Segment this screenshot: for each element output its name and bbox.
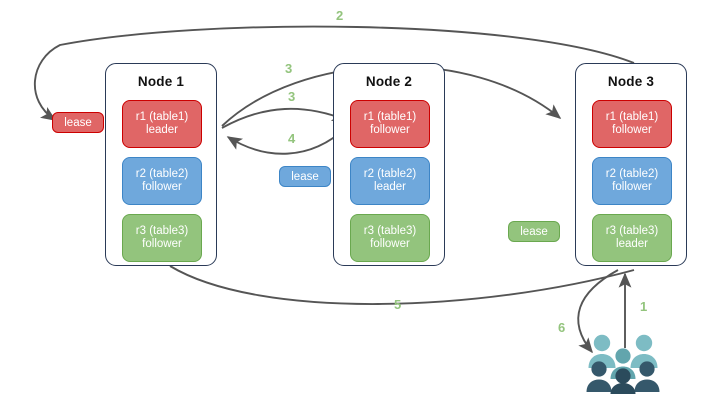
node-1-replica-r1-line2: leader [146, 124, 178, 136]
node-3-replica-r3-line1: r3 (table3) [605, 224, 659, 237]
node-1-replica-r3-table3[interactable]: r3 (table3) follower [122, 214, 202, 262]
step-label-1: 1 [640, 299, 648, 314]
step-label-5: 5 [394, 297, 402, 312]
node-3-title: Node 3 [607, 74, 655, 89]
node-2-replica-r2-table2[interactable]: r2 (table2) leader [350, 157, 430, 205]
node-1-replica-r1-line1: r1 (table1) [135, 110, 189, 123]
lease-table1[interactable]: lease [52, 112, 104, 133]
node-1-replica-r3-line2: follower [142, 238, 182, 250]
node-3-replica-r2-line1: r2 (table2) [605, 167, 659, 180]
node-3-replica-r2-table2[interactable]: r2 (table2) follower [592, 157, 672, 205]
node-2-replica-r2-line1: r2 (table2) [363, 167, 417, 180]
client-figure-front-center [610, 368, 636, 394]
node-3-replica-r3-line2: leader [616, 238, 648, 250]
node-2-replica-r2-line2: leader [374, 181, 406, 193]
arrow-step-6 [577, 269, 619, 354]
node-1-replica-r2-line1: r2 (table2) [135, 167, 189, 180]
node-1-replica-r3-line1: r3 (table3) [135, 224, 189, 237]
client-figure-front-right [634, 361, 660, 392]
node-3-replica-r3-table3[interactable]: r3 (table3) leader [592, 214, 672, 262]
node-1[interactable]: Node 1 r1 (table1) leader r2 (table2) fo… [105, 63, 217, 266]
node-2-replica-r3-line1: r3 (table3) [363, 224, 417, 237]
node-2-replica-r1-table1[interactable]: r1 (table1) follower [350, 100, 430, 148]
client-figure-front-left [586, 361, 612, 392]
step-label-4: 4 [288, 131, 296, 146]
lease-table3[interactable]: lease [508, 221, 560, 242]
clients-group-icon [586, 334, 660, 394]
arrow-step-2 [33, 25, 635, 121]
node-2-replica-r3-table3[interactable]: r3 (table3) follower [350, 214, 430, 262]
arrow-step-3-to-node2 [221, 107, 348, 129]
node-2[interactable]: Node 2 r1 (table1) follower r2 (table2) … [333, 63, 445, 266]
step-label-2: 2 [336, 8, 344, 23]
step-label-6: 6 [558, 320, 566, 335]
node-2-title: Node 2 [365, 74, 413, 89]
node-3-replica-r1-line1: r1 (table1) [605, 110, 659, 123]
step-label-3b: 3 [288, 89, 296, 104]
node-2-replica-r1-line1: r1 (table1) [363, 110, 417, 123]
arrow-step-5 [169, 265, 635, 305]
node-1-replica-r2-line2: follower [142, 181, 182, 193]
node-3-replica-r2-line2: follower [612, 181, 652, 193]
node-1-replica-r2-table2[interactable]: r2 (table2) follower [122, 157, 202, 205]
node-2-replica-r1-line2: follower [370, 124, 410, 136]
step-label-3a: 3 [285, 61, 293, 76]
node-1-title: Node 1 [137, 74, 185, 89]
node-3-replica-r1-line2: follower [612, 124, 652, 136]
node-3-replica-r1-table1[interactable]: r1 (table1) follower [592, 100, 672, 148]
lease-table2[interactable]: lease [279, 166, 331, 187]
node-1-replica-r1-table1[interactable]: r1 (table1) leader [122, 100, 202, 148]
node-2-replica-r3-line2: follower [370, 238, 410, 250]
node-3[interactable]: Node 3 r1 (table1) follower r2 (table2) … [575, 63, 687, 266]
